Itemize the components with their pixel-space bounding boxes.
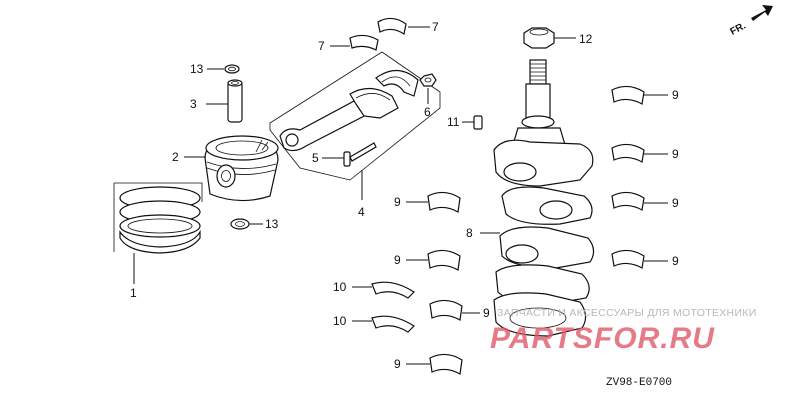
dowel-pin xyxy=(473,115,483,130)
callout-bearing-r4: 9 xyxy=(672,254,679,268)
callout-bearing-c3: 9 xyxy=(483,306,490,320)
main-bearing-center-3 xyxy=(429,299,463,321)
rod-assembly-outline xyxy=(269,51,441,181)
callout-piston: 2 xyxy=(172,150,179,164)
thrust-washer-2 xyxy=(371,315,415,333)
callout-rod-bearing-top: 7 xyxy=(432,20,439,34)
callout-rod-bolt: 5 xyxy=(312,151,319,165)
callout-rod-bearing-left: 7 xyxy=(318,39,325,53)
callout-thrust-washer-2: 10 xyxy=(333,314,347,328)
callout-crank-nut: 12 xyxy=(579,32,593,46)
main-bearing-right-3 xyxy=(611,191,645,211)
main-bearing-center-4 xyxy=(429,353,463,375)
callout-bearing-c1: 9 xyxy=(394,195,401,209)
rod-nut xyxy=(419,73,437,87)
connecting-rod xyxy=(279,87,399,152)
rod-bearing-left xyxy=(349,34,379,51)
rod-bearing-top xyxy=(377,17,407,35)
main-bearing-center-1 xyxy=(427,191,461,213)
front-direction-marker: FR. xyxy=(729,5,773,38)
main-bearing-right-1 xyxy=(611,85,645,105)
main-bearing-right-4 xyxy=(611,249,645,269)
front-arrow-icon xyxy=(751,5,773,21)
callout-bearing-r1: 9 xyxy=(672,88,679,102)
thrust-washer-1 xyxy=(371,281,415,299)
callout-piston-pin: 3 xyxy=(190,97,197,111)
diagram-code: ZV98-E0700 xyxy=(606,377,672,389)
crankshaft-nut xyxy=(523,27,555,49)
crankshaft xyxy=(493,59,595,337)
callout-bearing-c4: 9 xyxy=(394,357,401,371)
callout-thrust-washer-1: 10 xyxy=(333,280,347,294)
callout-dowel-pin: 11 xyxy=(447,115,460,129)
callout-bearing-r3: 9 xyxy=(672,196,679,210)
main-bearing-center-2 xyxy=(427,249,461,271)
callout-ring-set: 1 xyxy=(130,286,137,300)
rod-bolt xyxy=(343,142,377,167)
watermark-tagline: ЗАПЧАСТИ И АКСЕССУАРЫ ДЛЯ МОТОТЕХНИКИ xyxy=(497,307,757,319)
piston-pin xyxy=(227,79,243,123)
circlip-bottom xyxy=(230,218,250,230)
callout-rod-assembly: 4 xyxy=(358,205,365,219)
callout-crankshaft: 8 xyxy=(466,226,473,240)
callout-circlip-top: 13 xyxy=(190,62,204,76)
piston xyxy=(204,135,279,202)
callout-rod-nut: 6 xyxy=(424,105,431,119)
main-bearing-right-2 xyxy=(611,143,645,163)
watermark-brand: PARTSFOR.RU xyxy=(490,322,715,355)
piston-ring-set xyxy=(113,182,203,254)
front-direction-label: FR. xyxy=(729,20,749,37)
callout-bearing-r2: 9 xyxy=(672,147,679,161)
circlip-top xyxy=(224,64,240,74)
callout-circlip-bottom: 13 xyxy=(265,217,279,231)
rod-cap xyxy=(375,69,419,97)
callout-bearing-c2: 9 xyxy=(394,253,401,267)
